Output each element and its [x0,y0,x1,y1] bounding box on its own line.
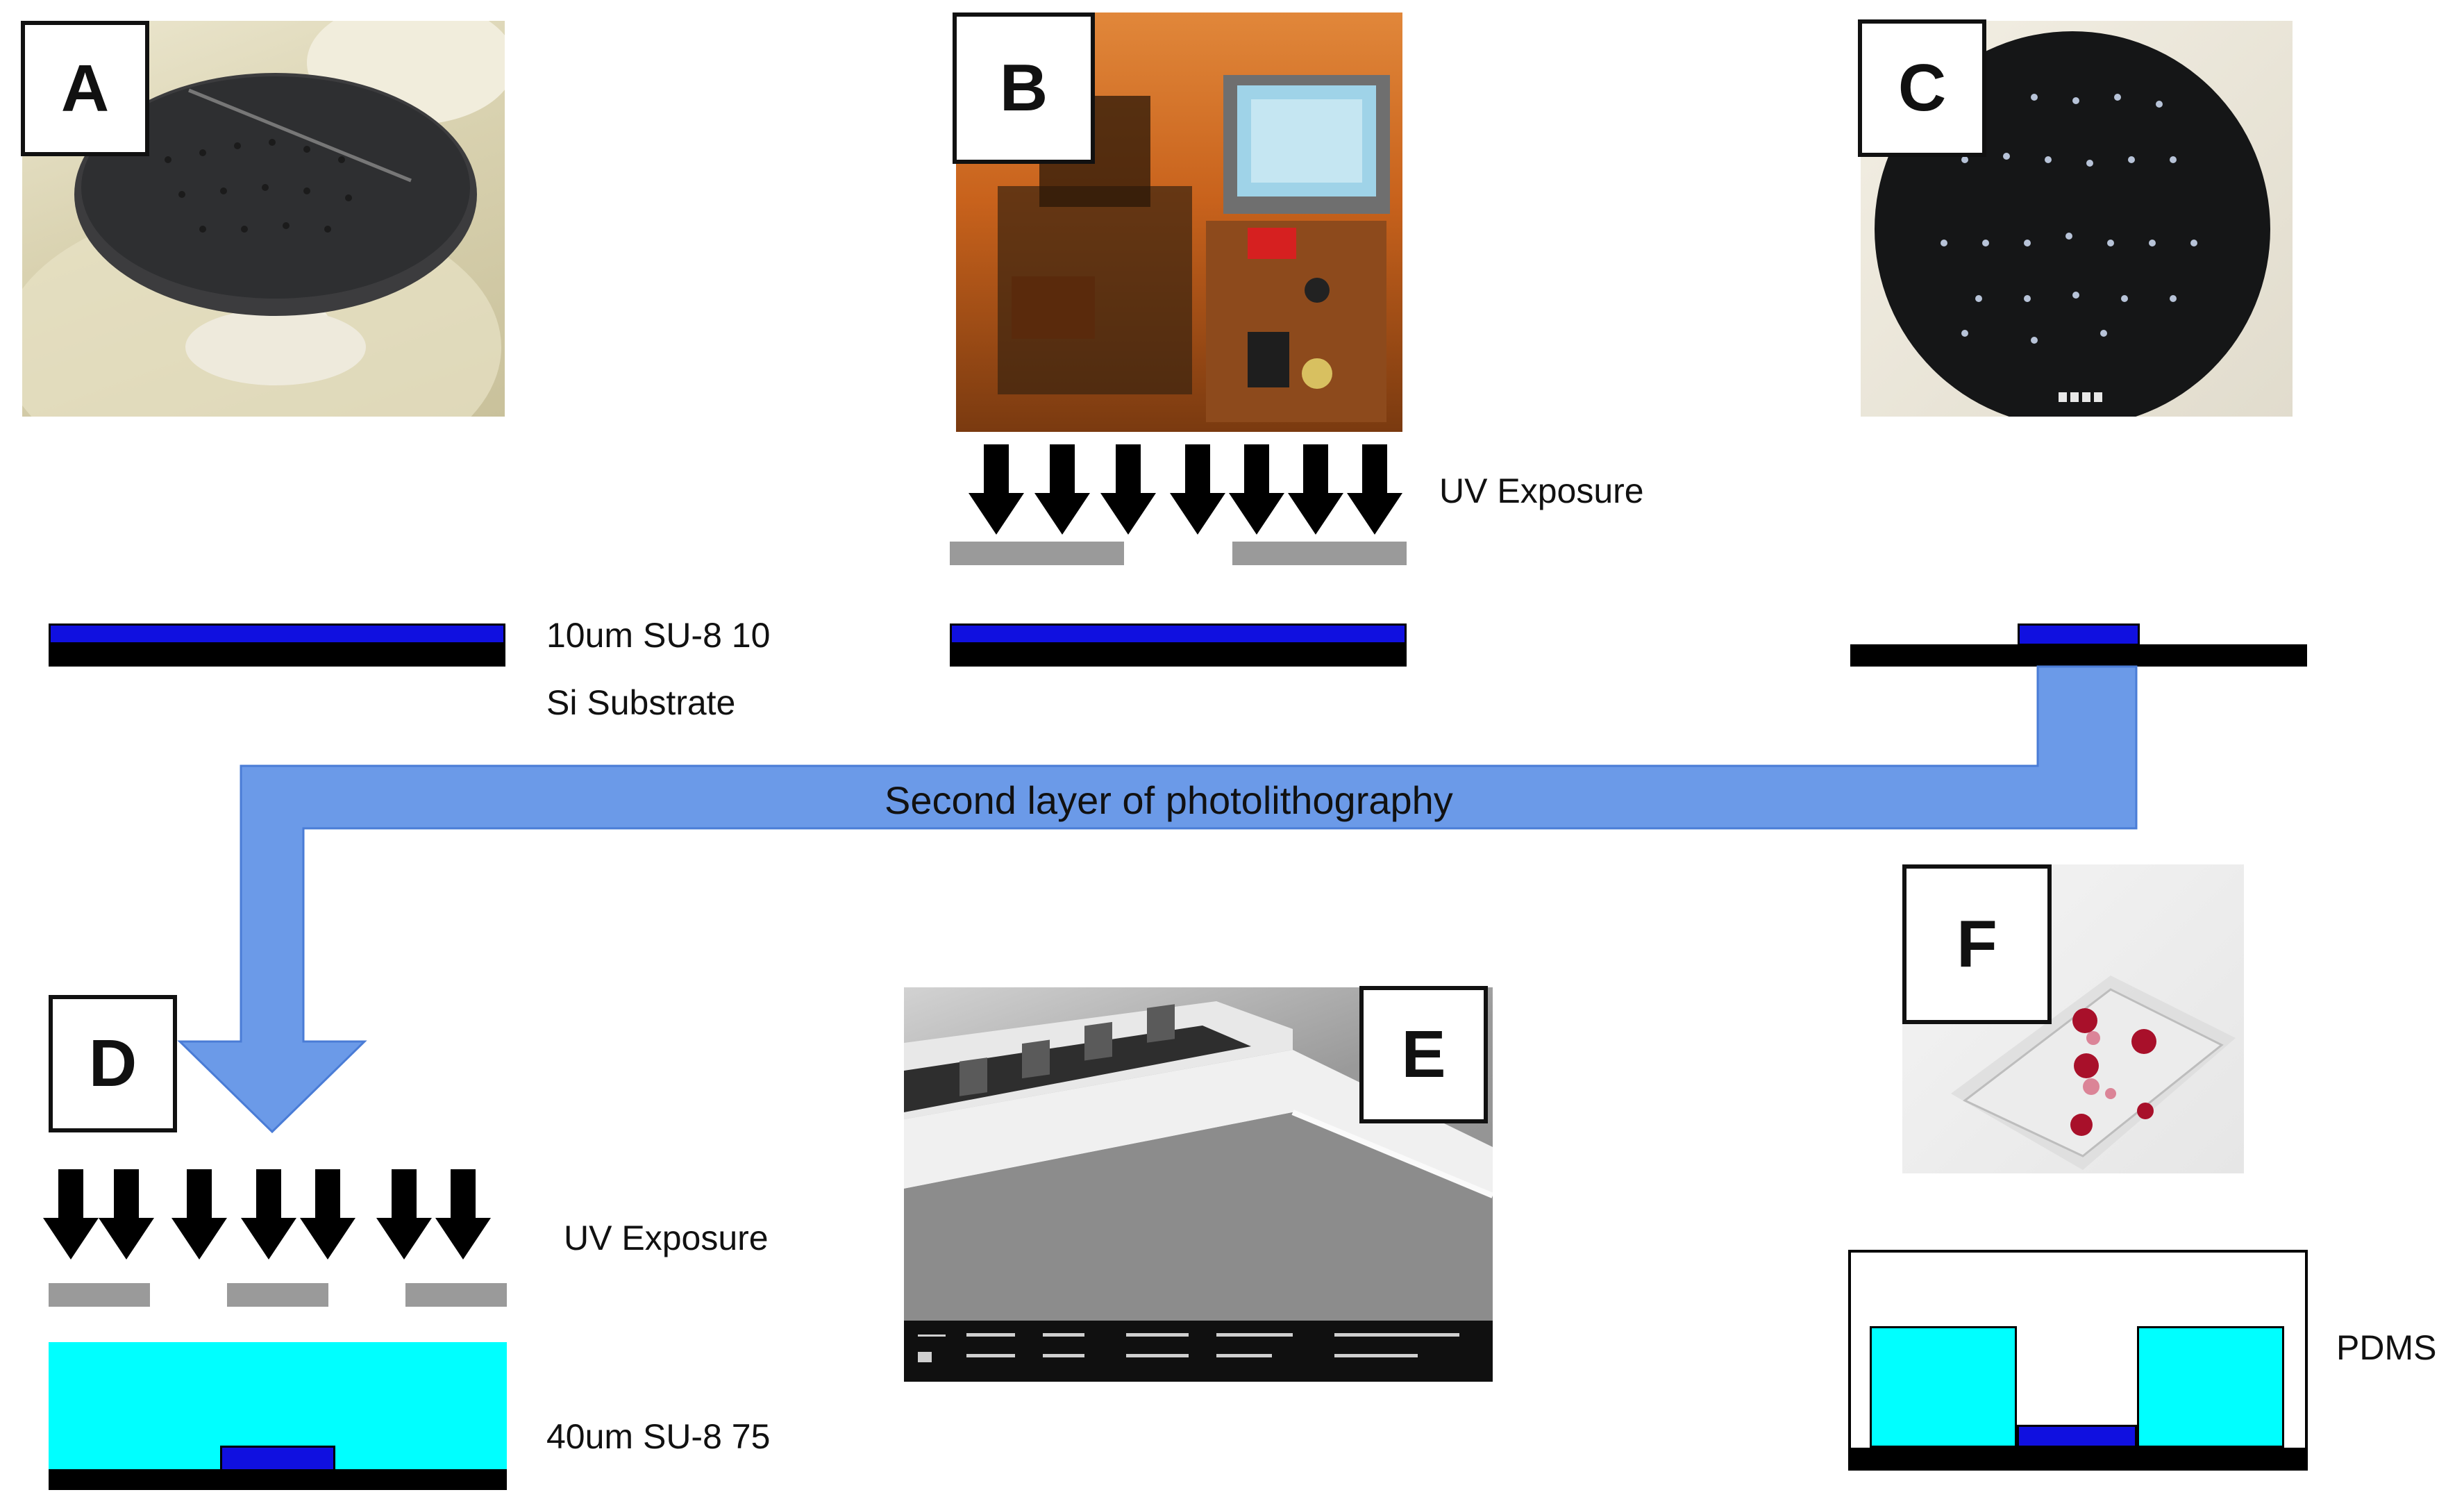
spin-coater-illustration [22,21,505,417]
panel-label-e: E [1359,986,1488,1123]
uv-arrows-b [969,444,1402,535]
patterned-su8-d [220,1446,335,1471]
sem-illustration [904,1001,1493,1382]
label-su8-10: 10um SU-8 10 [546,616,771,655]
mask-b-left [950,542,1124,565]
uv-arrow-group-d [43,1169,491,1260]
label-uv-exposure-bottom: UV Exposure [564,1219,769,1257]
label-si-substrate: Si Substrate [546,683,736,722]
uv-arrow-group-b [969,444,1402,535]
panel-label-d: D [49,995,177,1132]
patterned-su8-c [2018,624,2140,646]
label-second-layer: Second layer of photolithography [885,778,1453,822]
panel-label-f: F [1902,864,2052,1024]
substrate-b [950,644,1407,667]
panel-label-c: C [1858,19,1986,157]
photo-pdms-chip [1902,864,2244,1173]
pdms-channel [2017,1425,2137,1448]
su8-10-layer-b [950,624,1407,644]
uv-arrows-d [43,1169,491,1260]
label-pdms: PDMS [2336,1328,2437,1367]
mask-d-1 [49,1283,150,1307]
su8-10-layer-a [49,624,505,644]
mask-d-3 [405,1283,507,1307]
substrate-c [1850,644,2307,667]
panel-label-a: A [21,21,149,156]
mask-d-2 [227,1283,328,1307]
substrate-d [49,1469,507,1490]
substrate-f [1848,1448,2308,1471]
label-uv-exposure-top: UV Exposure [1439,471,1644,510]
substrate-a [49,644,505,667]
pdms-chip-illustration [1951,976,2236,1170]
pdms-pillar-right [2137,1326,2284,1448]
pdms-pillar-left [1870,1326,2017,1448]
photo-spin-coater [22,21,505,417]
mask-aligner-illustration [998,75,1390,422]
panel-label-b: B [953,12,1095,164]
label-su8-75: 40um SU-8 75 [546,1417,771,1456]
mask-b-right [1232,542,1407,565]
